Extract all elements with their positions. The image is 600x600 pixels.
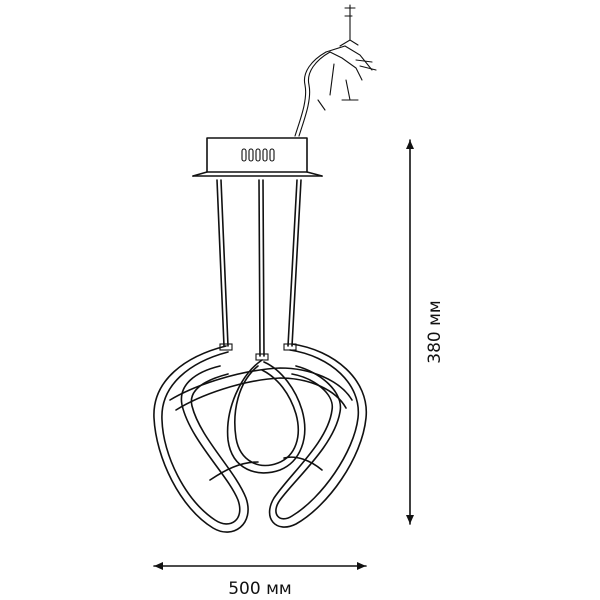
led-ribbon-shade	[153, 343, 367, 533]
ceiling-canopy	[192, 137, 323, 177]
width-label: 500 мм	[228, 579, 292, 599]
suspension-cables	[216, 179, 302, 361]
height-label: 380 мм	[425, 300, 445, 364]
terminal-block	[241, 148, 275, 162]
wiring-bundle	[294, 4, 377, 137]
